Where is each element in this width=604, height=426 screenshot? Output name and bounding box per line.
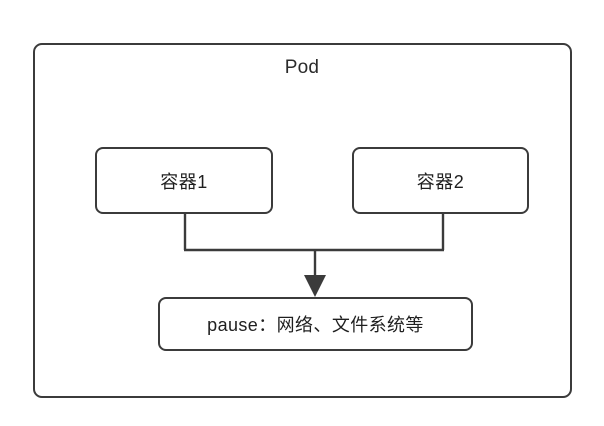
container-box-2: 容器2 bbox=[352, 147, 529, 214]
pause-label: pause：网络、文件系统等 bbox=[207, 315, 424, 335]
pause-container-box: pause：网络、文件系统等 bbox=[158, 297, 473, 351]
container-1-label: 容器1 bbox=[160, 171, 208, 192]
container-2-label: 容器2 bbox=[416, 171, 465, 192]
pod-title-label: Pod bbox=[284, 57, 320, 78]
container-box-1: 容器1 bbox=[95, 147, 273, 214]
